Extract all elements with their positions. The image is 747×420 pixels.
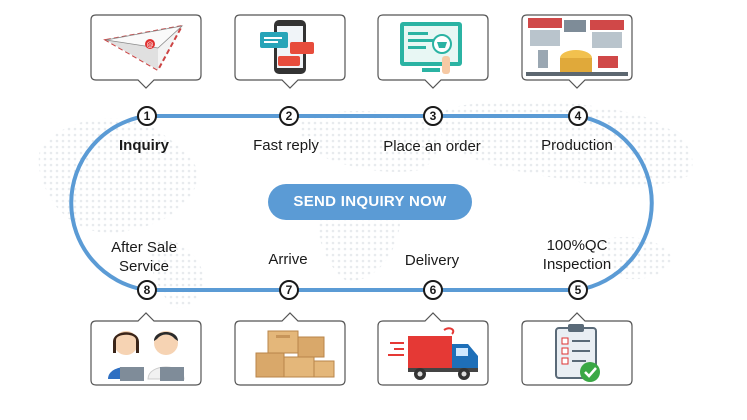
- step-number-6: 6: [423, 280, 443, 300]
- step-label-place-order: Place an order: [383, 138, 481, 155]
- cardboard-boxes-icon: [255, 330, 335, 378]
- qc-checklist-clipboard-icon: [555, 324, 600, 382]
- step-number-4: 4: [568, 106, 588, 126]
- step-number-7: 7: [279, 280, 299, 300]
- step-label-qc-inspection: 100%QC Inspection: [542, 237, 612, 273]
- step-label-fast-reply: Fast reply: [253, 137, 319, 154]
- smartphone-chat-icon: [260, 20, 314, 74]
- email-paper-plane-icon: @: [103, 24, 184, 72]
- step-number-1: 1: [137, 106, 157, 126]
- online-order-screen-icon: [400, 22, 462, 74]
- step-label-arrive: Arrive: [268, 251, 308, 268]
- step-label-after-sale: After Sale Service: [111, 239, 177, 275]
- step-number-8: 8: [137, 280, 157, 300]
- svg-text:@: @: [147, 41, 154, 49]
- customer-service-agents-icon: [108, 331, 185, 381]
- step-number-5: 5: [568, 280, 588, 300]
- step-label-inquiry: Inquiry: [118, 137, 169, 154]
- step-label-production: Production: [541, 137, 613, 154]
- send-inquiry-button[interactable]: SEND INQUIRY NOW: [268, 184, 472, 220]
- step-number-3: 3: [423, 106, 443, 126]
- step-number-2: 2: [279, 106, 299, 126]
- factory-production-line-icon: [526, 18, 628, 76]
- step-label-delivery: Delivery: [404, 252, 460, 269]
- delivery-truck-icon: [388, 327, 478, 380]
